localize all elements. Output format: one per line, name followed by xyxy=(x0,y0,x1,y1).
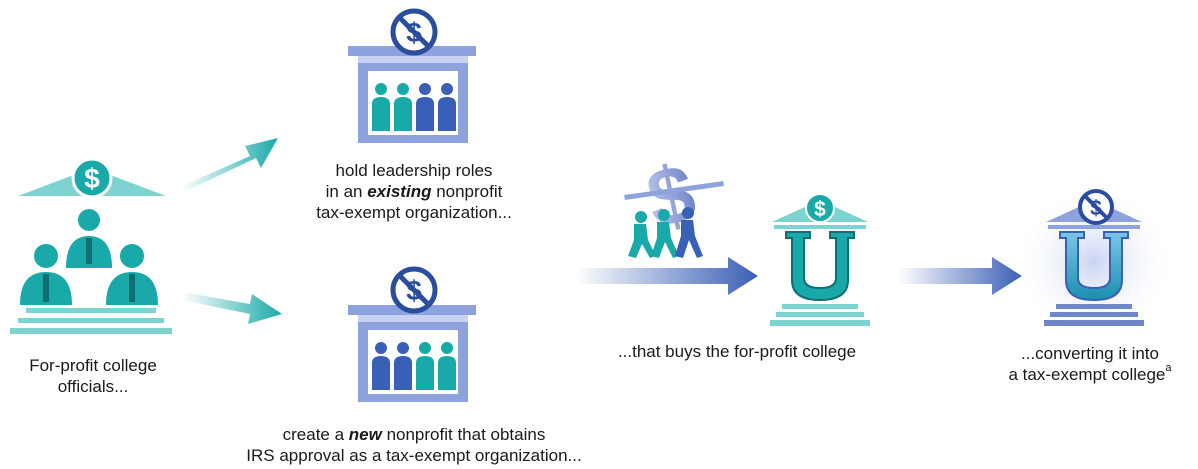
tax-exempt-college-icon: $ xyxy=(1014,184,1174,340)
people-group-icon xyxy=(372,83,456,131)
existing-nonprofit-label: hold leadership roles in an existing non… xyxy=(316,161,512,222)
arrow-to-college xyxy=(575,257,758,295)
buys-college-label: ...that buys the for-profit college xyxy=(617,342,857,361)
people-carrying-dollar-icon: $ xyxy=(624,147,724,258)
new-nonprofit-building-icon: $ xyxy=(348,266,476,402)
existing-nonprofit-building-icon: $ xyxy=(348,8,476,143)
people-group-icon xyxy=(372,342,456,390)
for-profit-officials-icon: $ xyxy=(10,157,172,334)
arrow-up-right xyxy=(182,138,278,190)
svg-text:$: $ xyxy=(814,198,826,221)
arrow-down-right xyxy=(182,292,282,324)
no-dollar-icon: $ xyxy=(1078,189,1114,225)
arrow-to-tax-exempt xyxy=(898,257,1022,295)
new-nonprofit-label: create a new nonprofit that obtains IRS … xyxy=(246,425,582,465)
tax-exempt-label: ...converting it into a tax-exempt colle… xyxy=(1008,344,1172,384)
officials-label: For-profit college officials... xyxy=(29,356,157,396)
no-dollar-icon: $ xyxy=(390,266,438,314)
for-profit-college-icon: $ xyxy=(770,193,870,326)
dollar-symbol: $ xyxy=(84,163,100,194)
no-dollar-icon: $ xyxy=(390,8,438,56)
